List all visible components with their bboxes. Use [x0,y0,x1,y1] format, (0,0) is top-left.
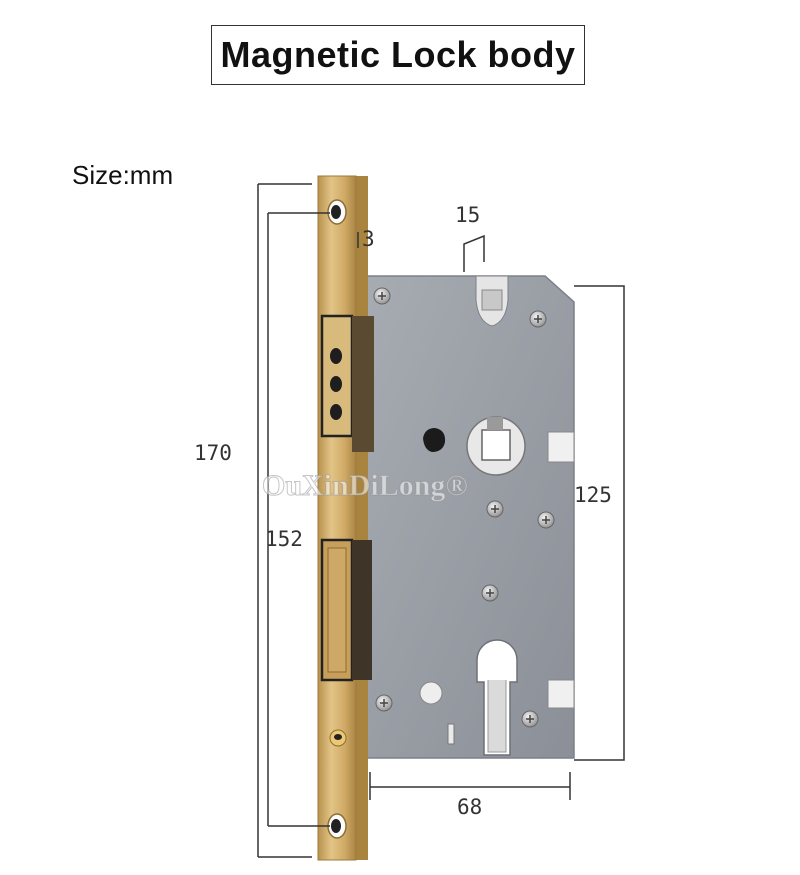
dimension-label-15: 15 [455,203,480,227]
case-screw-center [481,584,499,602]
case-screw-bottom-left [375,694,393,712]
case-screw-top-left [373,287,391,305]
title-box: Magnetic Lock body [211,25,585,85]
dimension-line-15 [463,234,485,272]
case-screw-bottom-right [521,710,539,728]
dimension-line-152 [267,212,330,827]
dimension-label-3: 3 [362,227,375,251]
dimension-line-125 [574,285,625,761]
dimension-line-68 [369,772,571,800]
dimension-lines [257,183,625,858]
dimension-label-170: 170 [194,441,232,465]
dimension-label-68: 68 [457,795,482,819]
brass-faceplate [317,175,374,861]
size-unit-label: Size:mm [72,160,174,190]
page-title: Magnetic Lock body [220,34,576,75]
dimension-label-152: 152 [265,527,303,551]
case-screw-middle-left [486,500,504,518]
lock-case [365,275,575,759]
watermark: OuXinDiLong® [262,469,468,502]
dimension-label-125: 125 [574,483,612,507]
faceplate-screw-hole-top [327,199,347,225]
case-screw-middle-right [537,511,555,529]
case-screw-top-right [529,310,547,328]
faceplate-screw-hole-bottom [327,813,347,839]
dead-bolt [320,538,372,682]
latch-bolt [320,314,374,452]
cylinder-cutout [476,639,518,756]
spindle-hub [466,416,526,476]
dimension-line-170 [257,183,312,858]
